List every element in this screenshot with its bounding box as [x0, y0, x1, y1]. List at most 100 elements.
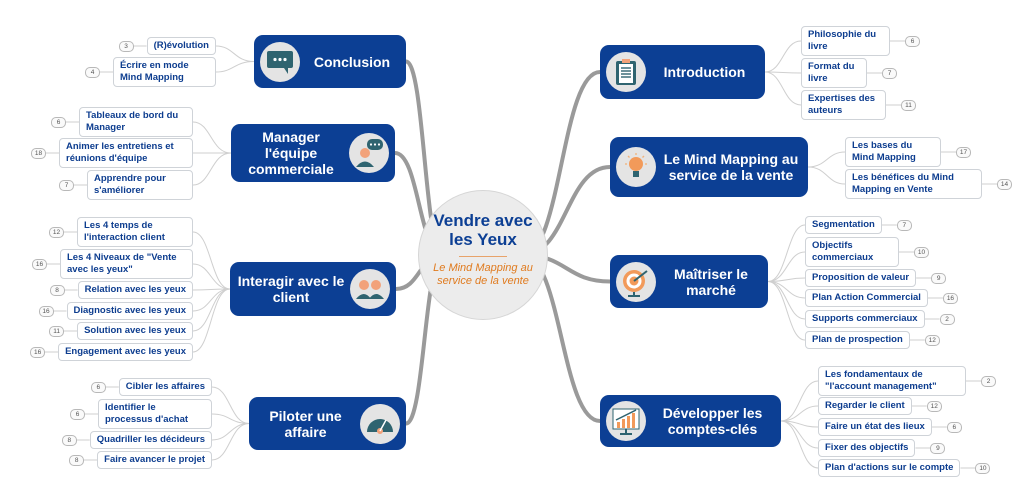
subtopic[interactable]: Fixer des objectifs [818, 439, 916, 457]
sub-branch [780, 405, 819, 422]
main-topic-label: Interagir avec le client [237, 273, 345, 305]
subtopic[interactable]: Cibler les affaires [118, 378, 212, 396]
subtopic[interactable]: Format du livre [801, 58, 867, 88]
subtopic[interactable]: Quadriller les décideurs [89, 431, 212, 449]
subtopic-label: Supports commerciaux [812, 313, 918, 324]
central-title: Vendre avec les Yeux [433, 211, 533, 249]
subtopic-label: Animer les entretiens et réunions d'équi… [66, 141, 174, 164]
subtopic[interactable]: Proposition de valeur [805, 269, 917, 287]
sub-branch [211, 386, 250, 424]
subtopic[interactable]: Animer les entretiens et réunions d'équi… [59, 138, 193, 168]
topic-count-badge: 6 [946, 422, 962, 433]
subtopic[interactable]: (R)évolution [146, 37, 216, 55]
topic-count-badge: 4 [85, 67, 100, 78]
sub-branch [192, 121, 232, 154]
main-topic-label: Maîtriser le marché [674, 265, 748, 298]
subtopic-label: Cibler les affaires [125, 381, 205, 392]
subtopic-label: Solution avec les yeux [84, 325, 186, 336]
subtopic-label: Les bases du Mind Mapping [852, 140, 916, 163]
sub-branch [767, 251, 806, 282]
main-topic-introduction[interactable]: Introduction [600, 45, 765, 99]
subtopic-label: Format du livre [808, 61, 855, 84]
sub-branch [764, 71, 802, 106]
topic-count-badge: 12 [926, 401, 942, 412]
topic-count-badge: 7 [882, 68, 897, 79]
topic-count-badge: 2 [939, 314, 955, 325]
subtopic[interactable]: Expertises des auteurs [801, 90, 886, 120]
subtopic[interactable]: Plan de prospection [805, 331, 910, 349]
subtopic-label: Diagnostic avec les yeux [73, 305, 186, 316]
topic-count-badge: 8 [69, 455, 85, 466]
central-topic[interactable]: Vendre avec les Yeux Le Mind Mapping au … [418, 190, 548, 320]
main-topic-label: Conclusion [313, 53, 391, 70]
subtopic[interactable]: Relation avec les yeux [77, 281, 193, 299]
subtopic[interactable]: Faire avancer le projet [97, 451, 212, 469]
subtopic-label: Relation avec les yeux [84, 284, 186, 295]
sub-branch [767, 224, 806, 282]
topic-count-badge: 12 [49, 227, 64, 238]
main-topic-interagir-avec-le-client[interactable]: Interagir avec le client [230, 262, 396, 316]
subtopic-label: Fixer des objectifs [825, 442, 909, 453]
subtopic[interactable]: Objectifs commerciaux [805, 237, 899, 267]
subtopic-label: Philosophie du livre [808, 29, 877, 52]
subtopic[interactable]: Écrire en mode Mind Mapping [113, 57, 216, 87]
topic-count-badge: 8 [49, 285, 65, 296]
subtopic[interactable]: Les bases du Mind Mapping [845, 137, 941, 167]
subtopic[interactable]: Supports commerciaux [805, 310, 925, 328]
main-topic-label: Développer les comptes-clés [662, 405, 763, 437]
subtopic[interactable]: Les fondamentaux de "l'account managemen… [818, 366, 966, 396]
subtopic[interactable]: Les 4 temps de l'interaction client [77, 217, 193, 247]
sub-branch [192, 288, 231, 312]
topic-count-badge: 6 [70, 409, 85, 420]
growth-chart-icon [606, 401, 646, 441]
sub-branch [211, 413, 250, 424]
topic-count-badge: 7 [59, 180, 74, 191]
subtopic[interactable]: Les 4 Niveaux de "Vente avec les yeux" [60, 249, 193, 279]
subtopic-label: Les bénéfices du Mind Mapping en Vente [852, 172, 954, 195]
subtopic-label: Écrire en mode Mind Mapping [120, 60, 189, 83]
topic-count-badge: 8 [61, 435, 77, 446]
subtopic-label: Identifier le processus d'achat [105, 402, 189, 425]
subtopic[interactable]: Tableaux de bord du Manager [79, 107, 193, 137]
main-topic-le-mind-mapping-au-service-de-la-vente[interactable]: Le Mind Mapping au service de la vente [610, 137, 808, 197]
main-topic-label: Piloter une affaire [269, 407, 342, 440]
subtopic[interactable]: Apprendre pour s'améliorer [87, 170, 193, 200]
subtopic-label: Quadriller les décideurs [96, 434, 205, 445]
subtopic-label: Segmentation [812, 219, 875, 230]
gauge-icon [360, 403, 400, 444]
subtopic-label: Plan Action Commercial [812, 292, 921, 303]
topic-count-badge: 11 [49, 326, 65, 337]
sub-branch [215, 61, 255, 73]
subtopic[interactable]: Regarder le client [818, 397, 912, 415]
subtopic[interactable]: Plan d'actions sur le compte [818, 459, 961, 477]
subtopic-label: Les 4 temps de l'interaction client [84, 220, 165, 243]
main-topic-maitriser-le-marche[interactable]: Maîtriser le marché [610, 255, 768, 308]
subtopic[interactable]: Faire un état des lieux [818, 418, 932, 436]
sub-branch [807, 151, 846, 168]
topic-count-badge: 7 [896, 220, 912, 231]
topic-count-badge: 16 [38, 306, 54, 317]
subtopic[interactable]: Solution avec les yeux [77, 322, 193, 340]
main-topic-manager-l-equipe-commerciale[interactable]: Manager l'équipe commerciale [231, 124, 395, 182]
subtopic[interactable]: Plan Action Commercial [805, 289, 928, 307]
main-topic-label: Introduction [663, 64, 746, 80]
subtopic[interactable]: Engagement avec les yeux [58, 343, 193, 361]
subtopic-label: Expertises des auteurs [808, 93, 876, 116]
subtopic-label: Objectifs commerciaux [812, 240, 874, 263]
subtopic[interactable]: Philosophie du livre [801, 26, 890, 56]
subtopic[interactable]: Les bénéfices du Mind Mapping en Vente [845, 169, 982, 199]
topic-count-badge: 12 [924, 335, 940, 346]
topic-count-badge: 9 [931, 273, 947, 284]
subtopic[interactable]: Identifier le processus d'achat [98, 399, 212, 429]
subtopic[interactable]: Segmentation [805, 216, 882, 234]
main-topic-piloter-une-affaire[interactable]: Piloter une affaire [249, 397, 406, 450]
topic-count-badge: 16 [32, 259, 47, 270]
subtopic-label: Tableaux de bord du Manager [86, 110, 179, 133]
topic-count-badge: 17 [956, 147, 971, 158]
main-topic-developper-les-comptes-cles[interactable]: Développer les comptes-clés [600, 395, 781, 447]
main-topic-conclusion[interactable]: Conclusion [254, 35, 406, 88]
subtopic[interactable]: Diagnostic avec les yeux [66, 302, 193, 320]
sub-branch [211, 423, 250, 441]
topic-count-badge: 6 [51, 117, 66, 128]
sub-branch [764, 40, 802, 73]
